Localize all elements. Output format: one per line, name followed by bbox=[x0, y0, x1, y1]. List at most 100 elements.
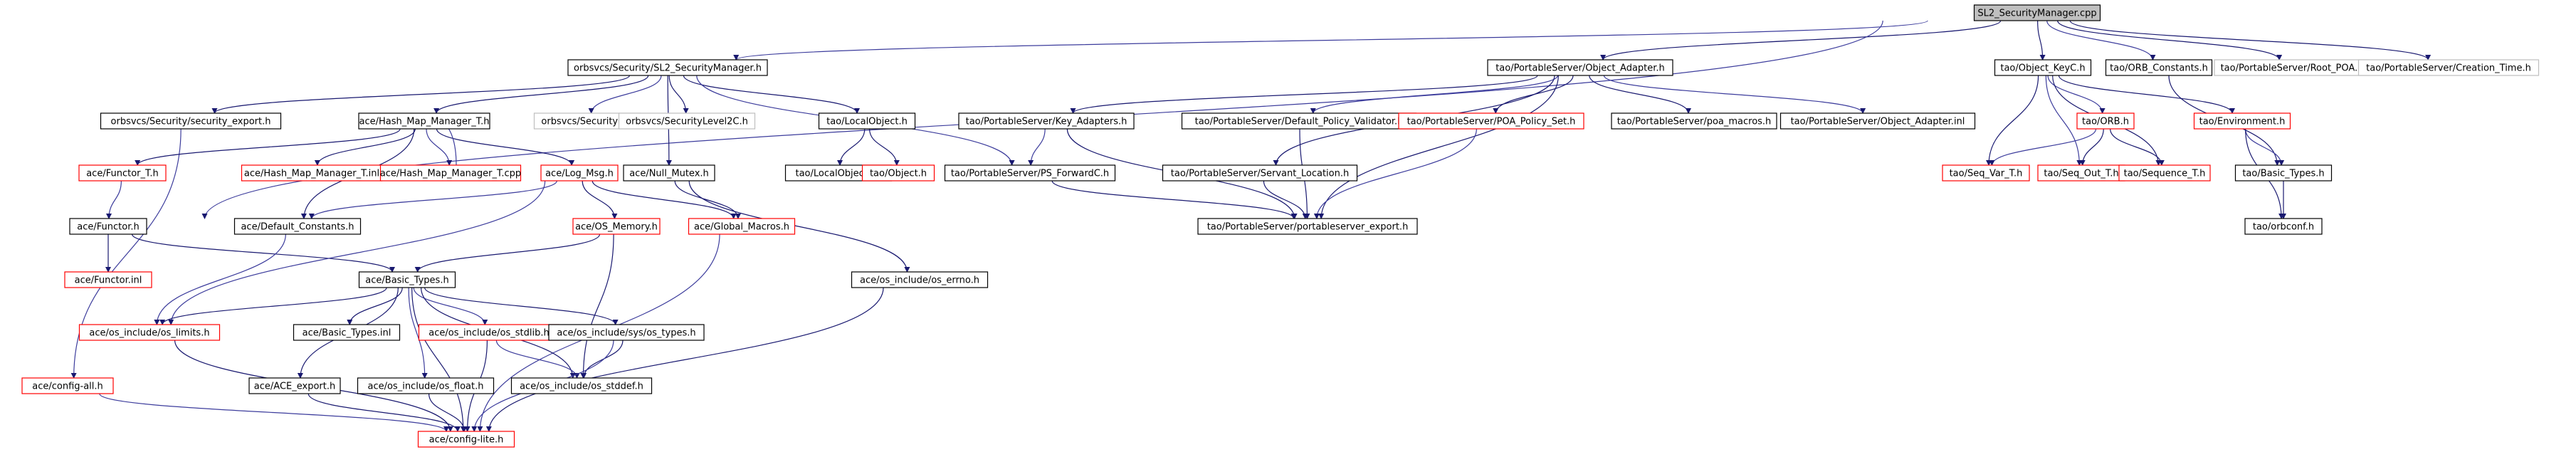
include-node-oa[interactable]: tao/PortableServer/Object_Adapter.h bbox=[1487, 59, 1673, 76]
edge-hmm-to-functort bbox=[135, 128, 401, 166]
node-label: ace/os_include/os_limits.h bbox=[89, 328, 209, 339]
edge-sl2h-to-secl2c bbox=[668, 75, 689, 114]
edge-nullmutex-to-oserrno bbox=[688, 180, 910, 273]
node-label: ace/OS_Memory.h bbox=[575, 222, 658, 233]
edge-acebasic-to-ostypes bbox=[424, 287, 619, 325]
node-box bbox=[567, 59, 768, 76]
node-label: ace/Null_Mutex.h bbox=[629, 169, 709, 179]
include-node-hmm[interactable]: ace/Hash_Map_Manager_T.h bbox=[358, 112, 490, 130]
node-box bbox=[78, 324, 221, 341]
include-node-localobj[interactable]: tao/LocalObject.h bbox=[818, 112, 916, 130]
node-label: orbsvcs/Security/SL2_SecurityManager.h bbox=[574, 63, 762, 74]
include-node-seqvar[interactable]: tao/Seq_Var_T.h bbox=[1942, 164, 2030, 182]
node-label: tao/PortableServer/POA_Policy_Set.h bbox=[1407, 117, 1576, 127]
edge-logmsg-to-defconst bbox=[308, 180, 557, 219]
include-node-functort[interactable]: ace/Functor_T.h bbox=[78, 164, 167, 182]
include-node-osstddef[interactable]: ace/os_include/os_stddef.h bbox=[510, 377, 653, 394]
include-node-functor[interactable]: ace/Functor.h bbox=[69, 218, 147, 235]
node-label: ace/Default_Constants.h bbox=[241, 222, 354, 233]
include-node-hmmcpp[interactable]: ace/Hash_Map_Manager_T.cpp bbox=[380, 164, 521, 182]
root-file-node[interactable]: SL2_SecurityManager.cpp bbox=[1973, 4, 2101, 21]
node-label: ace/Functor_T.h bbox=[86, 169, 159, 179]
node-box bbox=[1942, 164, 2030, 182]
include-node-orbconst[interactable]: tao/ORB_Constants.h bbox=[2105, 59, 2213, 76]
node-box bbox=[944, 164, 1116, 182]
edge-oa-to-psexport bbox=[1318, 75, 1559, 219]
include-node-configall[interactable]: ace/config-all.h bbox=[21, 377, 114, 394]
node-box bbox=[357, 377, 495, 394]
edge-hmm-to-hmmcpp bbox=[426, 128, 453, 166]
include-node-poaps[interactable]: tao/PortableServer/POA_Policy_Set.h bbox=[1398, 112, 1584, 130]
include-node-globmac[interactable]: ace/Global_Macros.h bbox=[688, 218, 796, 235]
include-node-configlite[interactable]: ace/config-lite.h bbox=[417, 431, 515, 448]
edge-root-to-ctime bbox=[2069, 20, 2431, 61]
include-node-poamac[interactable]: tao/PortableServer/poa_macros.h bbox=[1611, 112, 1777, 130]
node-label: tao/PortableServer/Default_Policy_Valida… bbox=[1195, 117, 1404, 127]
include-node-oslimits[interactable]: ace/os_include/os_limits.h bbox=[78, 324, 221, 341]
edge-acebasic-to-osstdlib bbox=[413, 287, 488, 325]
include-node-logmsg[interactable]: ace/Log_Msg.h bbox=[540, 164, 619, 182]
edge-hmm-to-logmsg bbox=[436, 128, 575, 166]
include-node-hmminl[interactable]: ace/Hash_Map_Manager_T.inl bbox=[241, 164, 383, 182]
node-box bbox=[572, 218, 661, 235]
node-label: orbsvcs/SecurityC.h bbox=[541, 117, 633, 127]
edge-oserrno-to-configlite bbox=[485, 287, 884, 432]
include-node-functorinl[interactable]: ace/Functor.inl bbox=[64, 271, 152, 288]
include-node-osmem[interactable]: ace/OS_Memory.h bbox=[572, 218, 661, 235]
include-node-seqout[interactable]: tao/Seq_Out_T.h bbox=[2037, 164, 2125, 182]
include-node-env[interactable]: tao/Environment.h bbox=[2193, 112, 2291, 130]
include-node-orbconf[interactable]: tao/orbconf.h bbox=[2244, 218, 2323, 235]
node-box bbox=[688, 218, 796, 235]
node-label: ace/Functor.h bbox=[77, 222, 139, 233]
node-label: tao/orbconf.h bbox=[2253, 222, 2314, 233]
node-box bbox=[818, 112, 916, 130]
node-box bbox=[21, 377, 114, 394]
edge-localobj-to-localinl bbox=[837, 128, 866, 166]
node-label: ace/Basic_Types.inl bbox=[303, 328, 391, 339]
nodes-layer: SL2_SecurityManager.cpp orbsvcs/Security/… bbox=[21, 4, 2540, 448]
node-box bbox=[1779, 112, 1976, 130]
include-node-aceexport[interactable]: ace/ACE_export.h bbox=[248, 377, 341, 394]
node-box bbox=[1398, 112, 1584, 130]
node-label: tao/PortableServer/Creation_Time.h bbox=[2366, 63, 2531, 74]
include-node-seqt[interactable]: tao/Sequence_T.h bbox=[2118, 164, 2211, 182]
node-label: tao/Basic_Types.h bbox=[2242, 169, 2324, 179]
include-node-objh[interactable]: tao/Object.h bbox=[861, 164, 935, 182]
include-node-dpv[interactable]: tao/PortableServer/Default_Policy_Valida… bbox=[1181, 112, 1417, 130]
edge-okeyc-to-orbh bbox=[2047, 75, 2106, 114]
include-node-oserrno[interactable]: ace/os_include/os_errno.h bbox=[851, 271, 989, 288]
include-node-psfwd[interactable]: tao/PortableServer/PS_ForwardC.h bbox=[944, 164, 1116, 182]
node-label: ace/ACE_export.h bbox=[254, 382, 335, 392]
include-node-nullmutex[interactable]: ace/Null_Mutex.h bbox=[623, 164, 715, 182]
node-label: ace/os_include/sys/os_types.h bbox=[557, 328, 695, 339]
include-node-rootpoa: tao/PortableServer/Root_POA.h bbox=[2214, 59, 2370, 76]
include-node-sl2h[interactable]: orbsvcs/Security/SL2_SecurityManager.h bbox=[567, 59, 768, 76]
include-node-basicinl[interactable]: ace/Basic_Types.inl bbox=[293, 324, 401, 341]
include-node-servloc[interactable]: tao/PortableServer/Servant_Location.h bbox=[1162, 164, 1358, 182]
include-node-okeyc[interactable]: tao/Object_KeyC.h bbox=[1994, 59, 2092, 76]
edge-oa-to-keyad bbox=[1070, 75, 1538, 114]
include-node-defconst[interactable]: ace/Default_Constants.h bbox=[233, 218, 362, 235]
include-node-ostypes[interactable]: ace/os_include/sys/os_types.h bbox=[548, 324, 705, 341]
node-label: ace/Hash_Map_Manager_T.inl bbox=[244, 169, 379, 179]
node-box bbox=[1994, 59, 2092, 76]
node-box bbox=[2118, 164, 2211, 182]
include-node-secexp[interactable]: orbsvcs/Security/security_export.h bbox=[100, 112, 282, 130]
include-node-keyad[interactable]: tao/PortableServer/Key_Adapters.h bbox=[958, 112, 1135, 130]
include-node-osstdlib[interactable]: ace/os_include/os_stdlib.h bbox=[418, 324, 560, 341]
include-node-orbh[interactable]: tao/ORB.h bbox=[2076, 112, 2135, 130]
node-label: ace/os_include/os_stdlib.h bbox=[429, 328, 549, 339]
include-node-psexport[interactable]: tao/PortableServer/portableserver_export… bbox=[1197, 218, 1418, 235]
include-node-taobasic[interactable]: tao/Basic_Types.h bbox=[2234, 164, 2333, 182]
node-box bbox=[358, 112, 490, 130]
node-label: tao/ORB_Constants.h bbox=[2110, 63, 2208, 74]
node-box bbox=[293, 324, 401, 341]
include-node-acebasic[interactable]: ace/Basic_Types.h bbox=[358, 271, 456, 288]
edge-aceexport-to-configlite bbox=[307, 393, 461, 432]
edge-oa-to-oainl bbox=[1603, 75, 1866, 114]
include-node-oainl[interactable]: tao/PortableServer/Object_Adapter.inl bbox=[1779, 112, 1976, 130]
include-node-osfloat[interactable]: ace/os_include/os_float.h bbox=[357, 377, 495, 394]
edge-servloc-to-psexport bbox=[1263, 180, 1308, 219]
edge-oa-to-dpv bbox=[1310, 75, 1558, 114]
